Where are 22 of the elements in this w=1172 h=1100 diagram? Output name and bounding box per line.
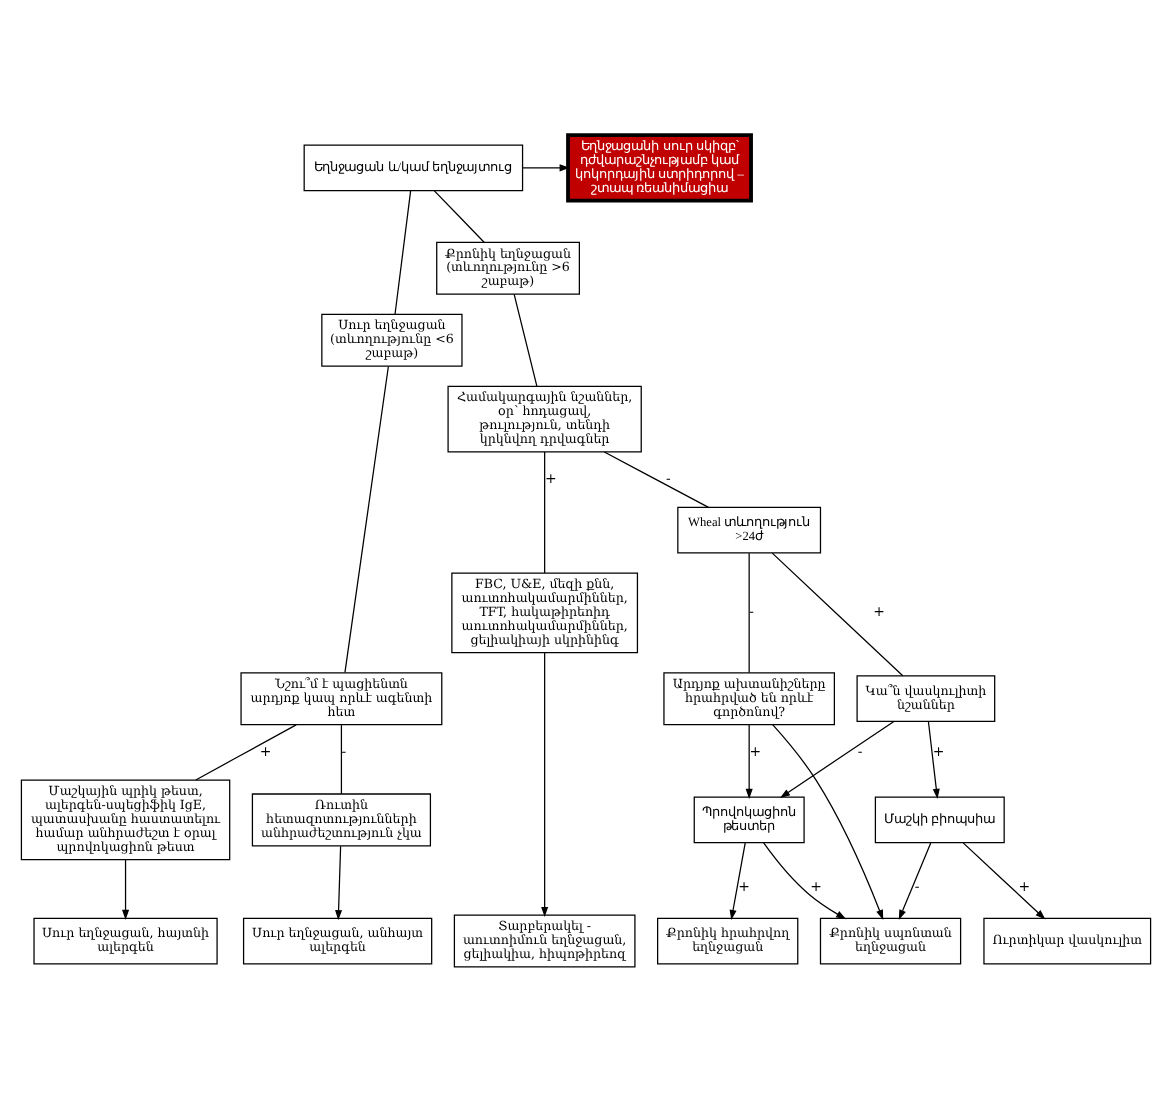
connector	[340, 723, 343, 794]
arrow	[729, 841, 746, 920]
connector	[748, 551, 750, 673]
connector	[544, 450, 546, 573]
arrow	[762, 841, 847, 919]
connector	[433, 189, 485, 242]
connector	[603, 450, 710, 507]
connector	[771, 551, 904, 676]
connector	[394, 189, 412, 314]
arrow	[927, 720, 940, 798]
arrow	[779, 719, 895, 797]
arrow	[335, 844, 343, 920]
connector	[513, 292, 538, 386]
connector	[344, 364, 389, 673]
arrow	[122, 858, 130, 919]
arrow	[522, 163, 570, 171]
arrow	[962, 841, 1046, 919]
arrow	[541, 651, 549, 917]
arrow	[745, 723, 753, 798]
arrow	[772, 723, 884, 919]
connector	[195, 723, 297, 780]
arrow	[898, 841, 932, 919]
